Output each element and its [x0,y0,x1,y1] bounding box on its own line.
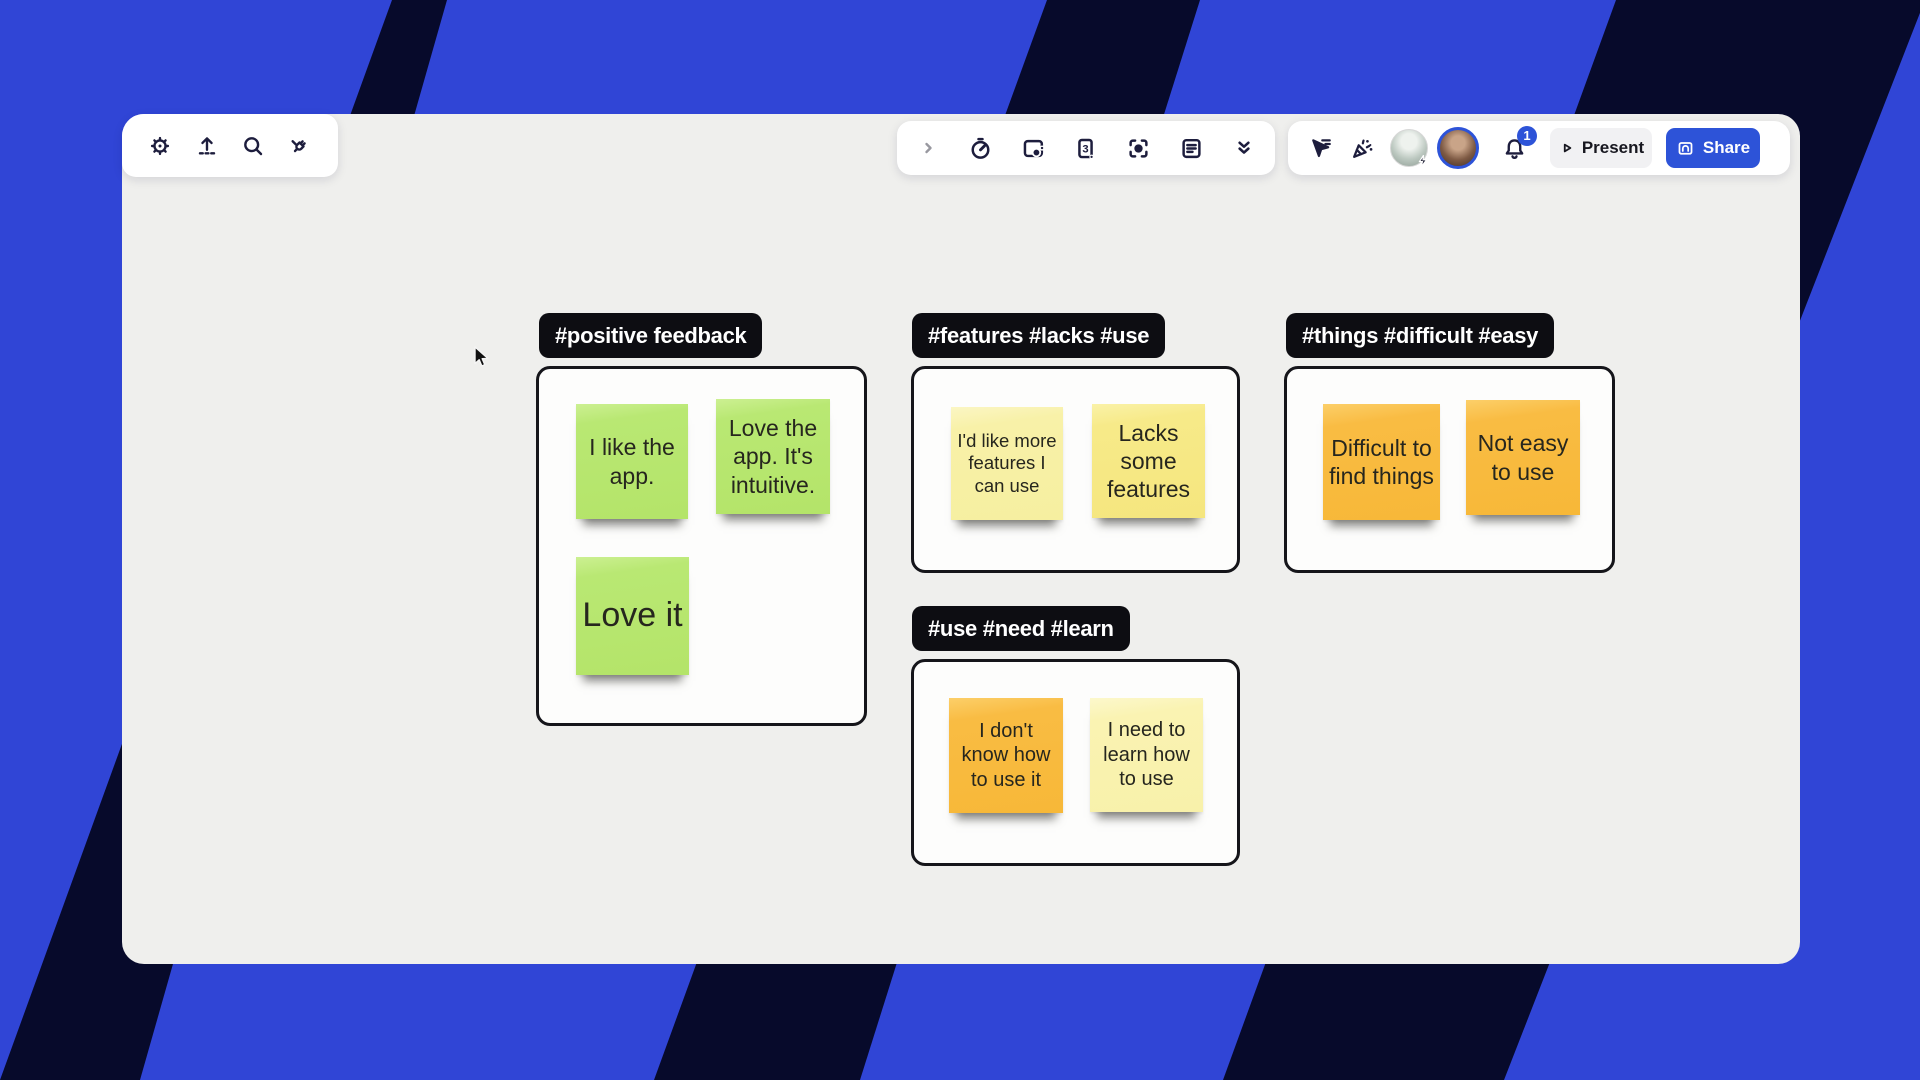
timer-icon[interactable] [967,134,995,162]
group-tag-things-difficult-easy[interactable]: #things #difficult #easy [1286,313,1555,358]
more-tools-icon[interactable] [1230,134,1258,162]
collaborator-avatar[interactable] [1390,129,1428,168]
sticky-note[interactable]: I need to learn how to use [1090,698,1203,812]
current-user-avatar[interactable] [1437,127,1479,169]
mouse-cursor [472,346,494,370]
talktrack-icon[interactable] [1019,134,1047,162]
collapse-chevron-icon[interactable] [914,134,942,162]
share-board-icon [1678,141,1693,155]
sticky-note[interactable]: I don't know how to use it [949,698,1063,813]
svg-text:3: 3 [1083,143,1089,155]
toolbar-facilitation: 3 [897,121,1275,175]
group-tag-use-need-learn[interactable]: #use #need #learn [912,606,1130,651]
search-icon[interactable] [239,132,267,160]
toolbar-left [122,114,338,177]
share-button[interactable]: Share [1666,128,1760,168]
sticky-note[interactable]: I like the app. [576,404,688,519]
estimation-icon[interactable]: 3 [1072,134,1100,162]
sticky-note[interactable]: I'd like more features I can use [951,407,1063,520]
present-label: Present [1581,138,1645,157]
present-button[interactable]: Present [1550,128,1652,168]
hide-collaborator-cursors-icon[interactable] [1306,134,1334,162]
sticky-note[interactable]: Love the app. It's intuitive. [716,399,830,514]
play-icon [1563,143,1572,153]
group-tag-features-lacks-use[interactable]: #features #lacks #use [912,313,1166,358]
notifications-bell[interactable]: 1 [1501,125,1537,162]
sticky-note[interactable]: Love it [576,557,689,675]
upload-icon[interactable] [193,132,221,160]
notification-count-badge: 1 [1517,125,1537,146]
settings-icon[interactable] [146,132,174,160]
plugins-icon[interactable] [286,132,314,160]
notes-icon[interactable] [1177,134,1205,162]
sticky-note[interactable]: Difficult to find things [1323,404,1440,520]
spotlight-icon[interactable] [1125,134,1153,162]
reactions-icon[interactable] [1348,134,1376,162]
sticky-note[interactable]: Not easy to use [1466,400,1580,515]
toolbar-collaboration: 1 Present Share [1288,121,1790,175]
sticky-note[interactable]: Lacks some features [1092,404,1205,518]
group-tag-positive-feedback[interactable]: #positive feedback [539,313,763,358]
share-label: Share [1702,138,1751,157]
